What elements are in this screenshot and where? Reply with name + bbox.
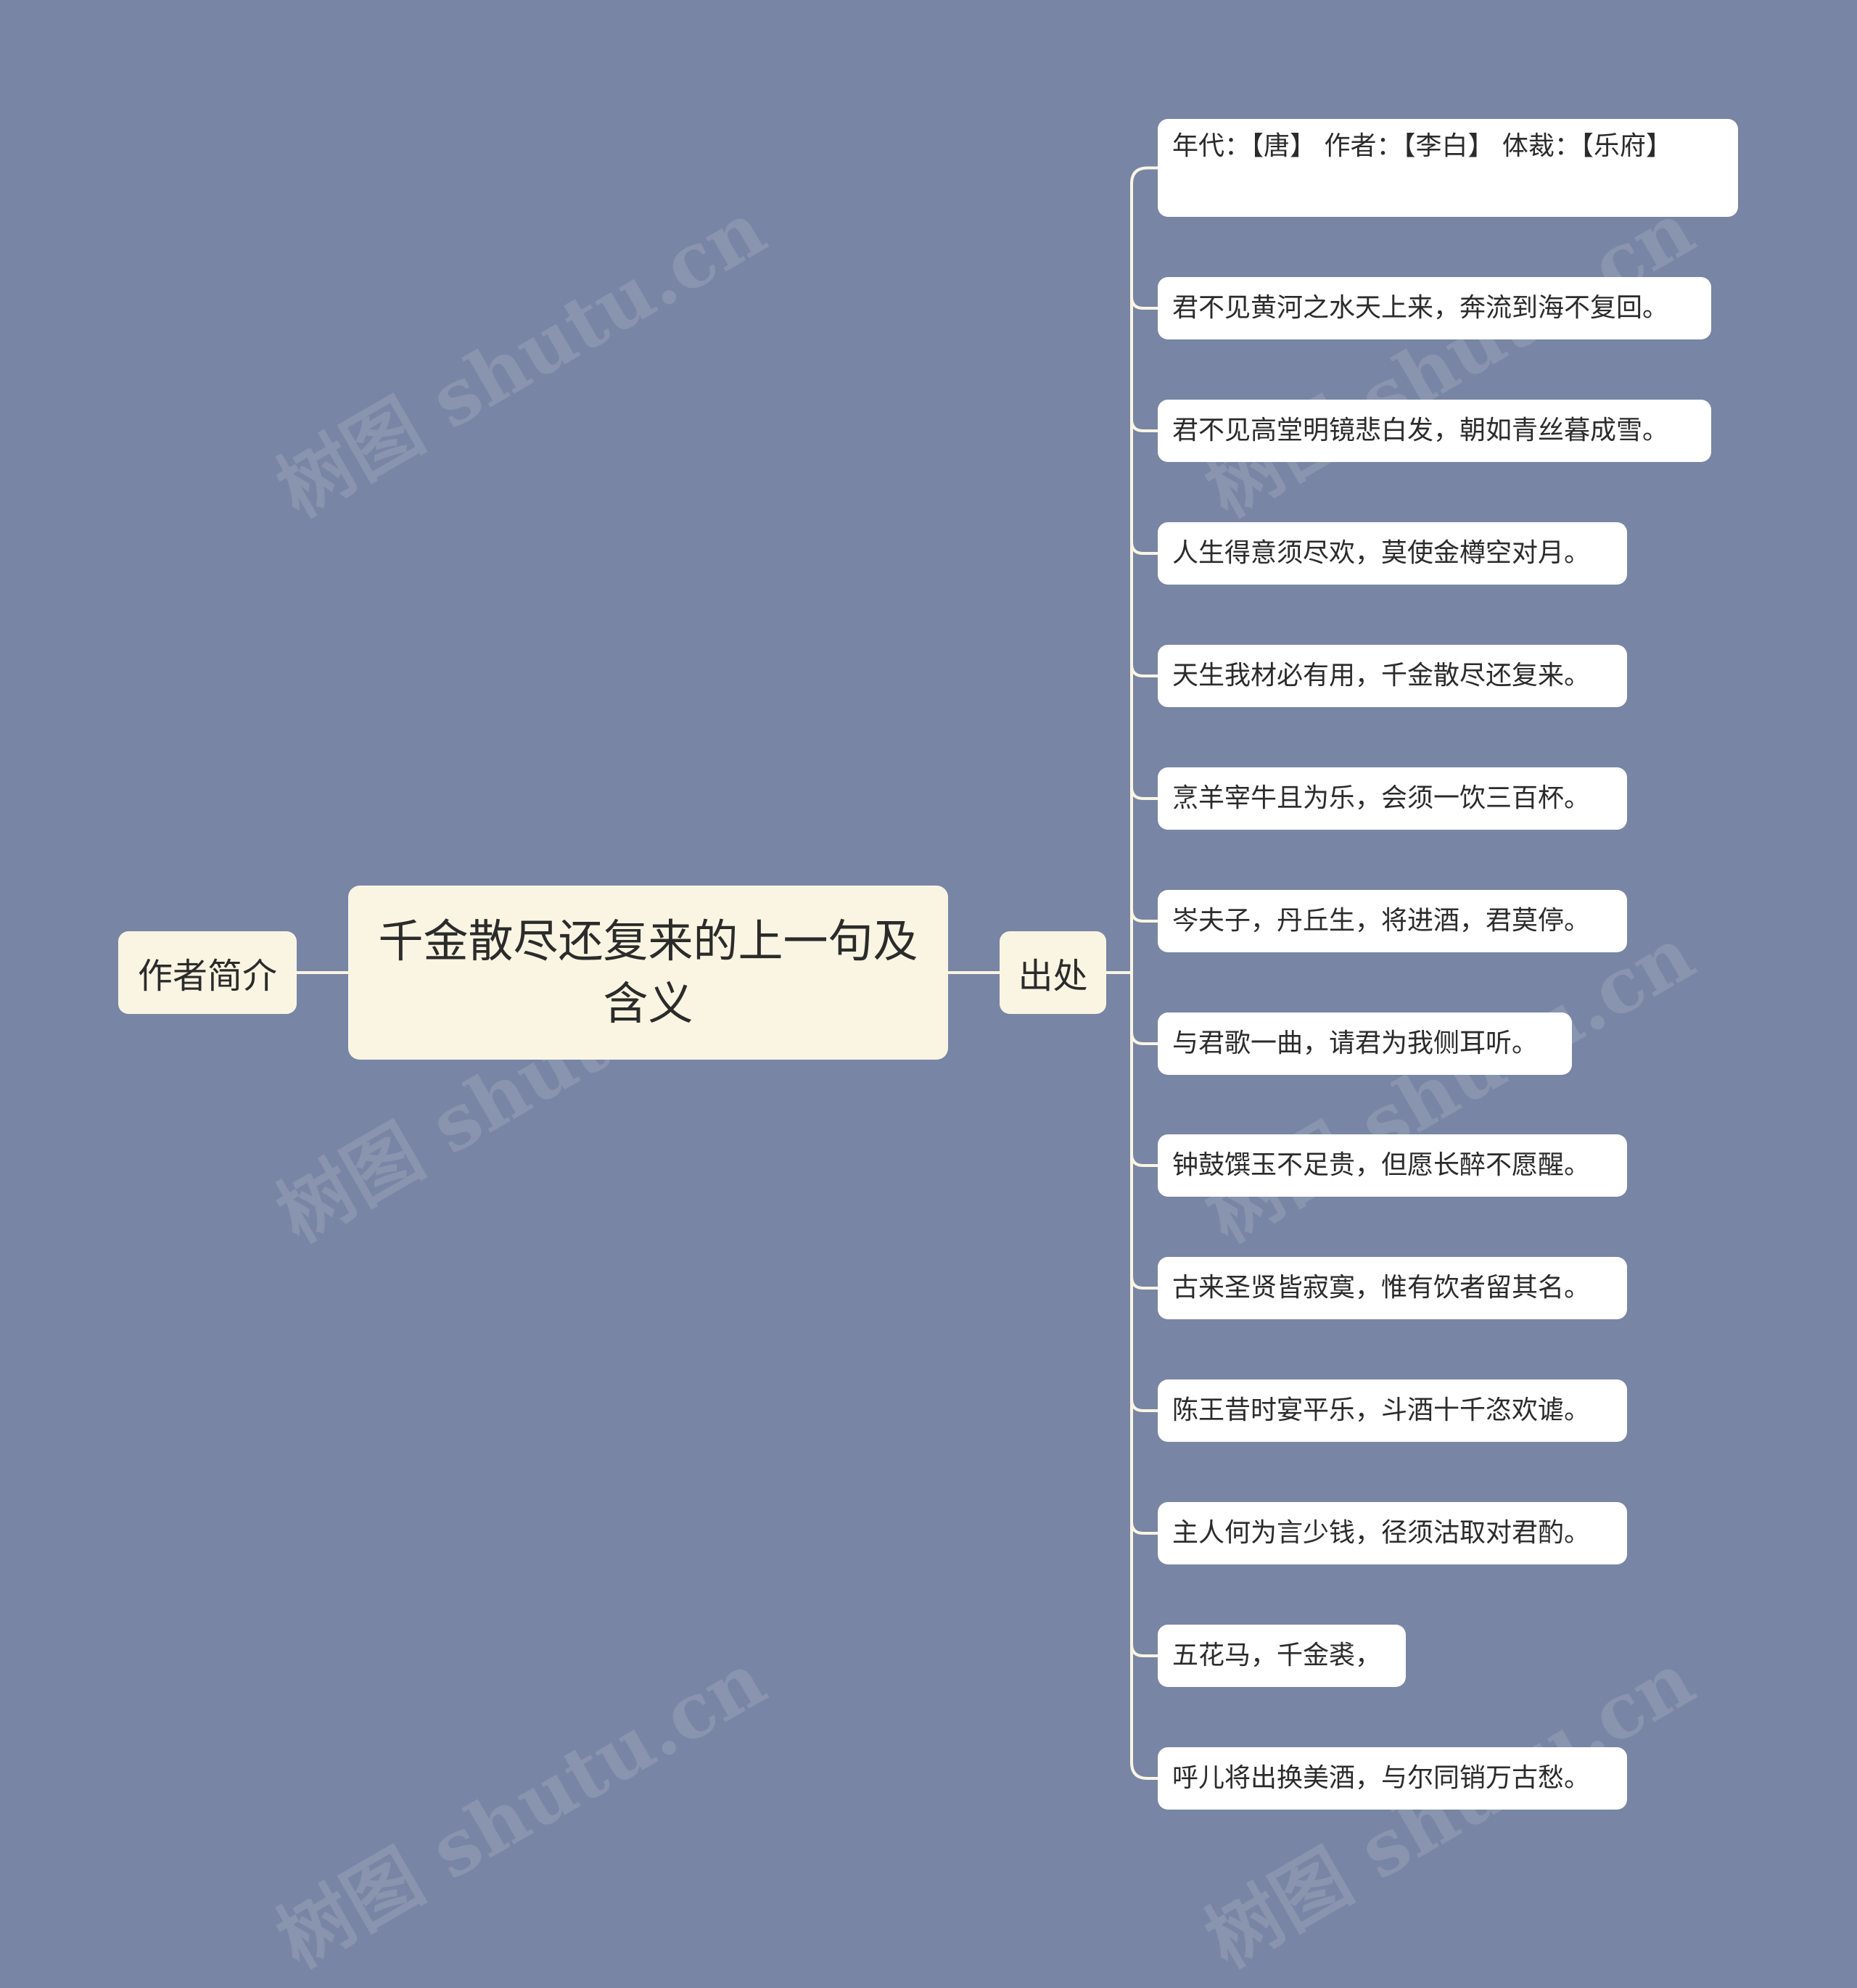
connector-leaf-5 [1130,664,1158,677]
leaf-label: 烹羊宰牛且为乐，会须一饮三百杯。 [1172,783,1591,813]
branch-source-label: 出处 [1018,956,1088,997]
leaf-node-6[interactable]: 烹羊宰牛且为乐，会须一饮三百杯。 [1158,767,1627,830]
connector-leaf-14 [1130,1762,1158,1780]
leaf-label: 钟鼓馔玉不足贵，但愿长醉不愿醒。 [1172,1150,1591,1180]
leaf-label: 人生得意须尽欢，莫使金樽空对月。 [1172,538,1591,568]
branch-author-intro[interactable]: 作者简介 [118,931,297,1014]
leaf-label: 古来圣贤皆寂寞，惟有饮者留其名。 [1172,1273,1591,1303]
leaf-label: 呼儿将出换美酒，与尔同销万古愁。 [1172,1763,1591,1793]
connector-leaf-8 [1130,1031,1158,1045]
leaf-label: 年代：【唐】 作者：【李白】 体裁：【乐府】 [1172,131,1672,161]
connector-leaf-7 [1130,909,1158,923]
leaf-node-13[interactable]: 五花马，千金裘， [1158,1625,1406,1687]
connector-leaf-4 [1130,541,1158,555]
leaf-node-3[interactable]: 君不见高堂明镜悲白发，朝如青丝暮成雪。 [1158,400,1711,462]
connector-lines [297,166,1158,1780]
connector-leaf-10 [1130,1276,1158,1290]
leaf-label: 陈王昔时宴平乐，斗酒十千恣欢谑。 [1172,1395,1591,1425]
leaf-node-11[interactable]: 陈王昔时宴平乐，斗酒十千恣欢谑。 [1158,1379,1627,1442]
leaf-node-4[interactable]: 人生得意须尽欢，莫使金樽空对月。 [1158,522,1627,585]
connector-leaf-11 [1130,1398,1158,1412]
leaf-node-10[interactable]: 古来圣贤皆寂寞，惟有饮者留其名。 [1158,1257,1627,1319]
branch-source[interactable]: 出处 [1000,931,1106,1014]
connector-leaf-13 [1130,1643,1158,1657]
connector-leaf-12 [1130,1521,1158,1535]
leaf-node-14[interactable]: 呼儿将出换美酒，与尔同销万古愁。 [1158,1747,1627,1810]
leaf-node-12[interactable]: 主人何为言少钱，径须沽取对君酌。 [1158,1502,1627,1564]
leaf-label: 与君歌一曲，请君为我侧耳听。 [1172,1028,1539,1058]
connector-leaf-2 [1130,296,1158,310]
connector-leaf-6 [1130,786,1158,800]
leaf-node-9[interactable]: 钟鼓馔玉不足贵，但愿长醉不愿醒。 [1158,1134,1627,1197]
connector-leaf-3 [1130,418,1158,432]
connector-leaf-1 [1130,166,1158,184]
leaf-node-2[interactable]: 君不见黄河之水天上来，奔流到海不复回。 [1158,277,1711,339]
leaf-label: 主人何为言少钱，径须沽取对君酌。 [1172,1518,1591,1548]
leaf-node-7[interactable]: 岑夫子，丹丘生，将进酒，君莫停。 [1158,890,1627,952]
root-topic-label: 千金散尽还复来的上一句及含义 [378,915,918,1030]
leaf-label: 天生我材必有用，千金散尽还复来。 [1172,661,1591,690]
leaf-label: 君不见黄河之水天上来，奔流到海不复回。 [1172,293,1669,323]
leaf-node-5[interactable]: 天生我材必有用，千金散尽还复来。 [1158,645,1627,707]
leaf-node-1[interactable]: 年代：【唐】 作者：【李白】 体裁：【乐府】 [1158,119,1738,217]
leaf-label: 君不见高堂明镜悲白发，朝如青丝暮成雪。 [1172,416,1669,445]
connector-leaf-9 [1130,1153,1158,1167]
root-topic-node[interactable]: 千金散尽还复来的上一句及含义 [348,886,948,1060]
leaf-label: 五花马，千金裘， [1172,1641,1382,1670]
branch-author-intro-label: 作者简介 [137,956,277,997]
leaf-label: 岑夫子，丹丘生，将进酒，君莫停。 [1172,906,1591,936]
leaf-node-8[interactable]: 与君歌一曲，请君为我侧耳听。 [1158,1012,1572,1075]
